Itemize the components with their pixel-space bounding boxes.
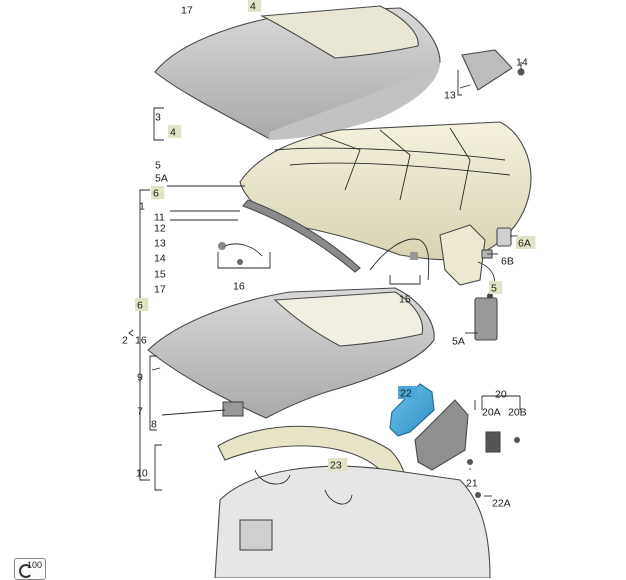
callout-text: 1 [139,201,145,213]
callout-c21[interactable]: 21 [466,478,478,490]
callout-c1[interactable]: 1 [139,201,145,213]
callout-text: 11 [154,212,165,224]
grouping-brackets [128,70,521,491]
roof-lower-shell[interactable] [147,287,435,419]
callout-highlight [398,386,418,399]
callout-highlight [328,458,348,471]
callout-c15b[interactable]: 15 [154,269,166,281]
latch-mechanism[interactable] [414,399,520,498]
callout-text: 16 [135,335,147,347]
callout-text: 6 [153,188,159,200]
callout-c20A[interactable]: 20A [482,407,501,419]
callout-c16b[interactable]: 16 [135,335,147,347]
callout-c13b[interactable]: 13 [154,238,166,250]
callout-c20[interactable]: 20 [495,389,507,401]
callout-text: 17 [181,5,193,17]
callout-text: 20B [508,407,527,419]
roof-outer-shell[interactable] [154,5,441,140]
callout-text: 13 [444,90,456,102]
callout-c20B[interactable]: 20B [508,407,527,419]
callout-text: 15 [154,269,166,281]
callout-c9[interactable]: 9 [137,372,143,384]
callout-c23[interactable]: 23 [328,458,348,472]
selected-part-22[interactable] [389,383,435,437]
callout-text: 22 [400,388,412,400]
callout-highlight [168,125,182,138]
callout-text: 15 [399,294,411,306]
callout-c5A[interactable]: 5A [155,173,168,185]
callout-text: 4 [170,127,176,139]
callout-highlight [151,186,165,199]
zoom-value: 100 [26,560,42,570]
callout-c15[interactable]: 15 [399,294,411,306]
callout-c22[interactable]: 22 [398,386,418,400]
callout-text: 4 [250,1,256,13]
top-right-bracket[interactable] [461,49,525,91]
callout-text: 14 [154,253,166,265]
callout-c10[interactable]: 10 [136,468,148,480]
callout-c14[interactable]: 14 [516,57,528,69]
callout-text: 14 [516,57,528,69]
callout-text: 5 [491,283,497,295]
callout-text: 9 [137,372,143,384]
callout-c4top[interactable]: 4 [248,0,262,13]
roof-inner-frame[interactable] [239,121,532,286]
zoom-icon [19,564,33,578]
callout-c5r[interactable]: 5 [489,281,503,295]
callout-text: 17 [154,284,166,296]
callout-text: 16 [233,281,245,293]
callout-c4[interactable]: 4 [168,125,182,139]
callout-c14b[interactable]: 14 [154,253,166,265]
callout-c17[interactable]: 17 [181,5,193,17]
callout-c12[interactable]: 12 [154,223,166,235]
zoom-button[interactable]: 100 [14,558,46,580]
callout-c13[interactable]: 13 [444,90,456,102]
callout-highlight [135,298,149,311]
callout-text: 7 [137,406,143,418]
vehicle-rear [214,465,491,578]
callout-c11[interactable]: 11 [154,212,165,224]
callout-highlight [489,281,503,294]
callout-text: 5A [155,173,168,185]
callout-c16[interactable]: 16 [233,281,245,293]
callout-text: 13 [154,238,166,250]
callout-text: 2 [122,335,128,347]
callout-text: 5 [155,160,161,172]
callout-c8[interactable]: 8 [151,419,157,431]
callout-highlight [516,236,536,249]
hook-parts[interactable] [218,242,418,265]
callout-text: 8 [151,419,157,431]
callout-c6B[interactable]: 6B [501,256,514,268]
callout-c17b[interactable]: 17 [154,284,166,296]
release-cable[interactable] [369,238,430,281]
callout-c22A[interactable]: 22A [492,498,511,510]
callout-c6[interactable]: 6 [151,186,165,200]
leader-lines [151,84,518,497]
callout-c6A[interactable]: 6A [516,236,536,250]
callout-c3[interactable]: 3 [155,112,161,124]
callout-c5[interactable]: 5 [155,160,161,172]
callout-text: 10 [136,468,148,480]
callout-c7[interactable]: 7 [137,406,143,418]
callout-text: 21 [466,478,478,490]
callout-text: 6A [518,238,531,250]
callout-c5Ar[interactable]: 5A [452,336,465,348]
callout-text: 20A [482,407,501,419]
callout-text: 6B [501,256,514,268]
seal-strip[interactable] [242,199,361,273]
callout-c6b[interactable]: 6 [135,298,149,312]
callout-text: 12 [154,223,166,235]
callout-text: 20 [495,389,507,401]
callout-text: 22A [492,498,511,510]
callout-text: 5A [452,336,465,348]
callout-text: 6 [137,300,143,312]
callout-highlight [248,0,262,12]
callout-text: 23 [330,460,342,472]
callout-text: 3 [155,112,161,124]
callout-c2[interactable]: 2 [122,335,128,347]
